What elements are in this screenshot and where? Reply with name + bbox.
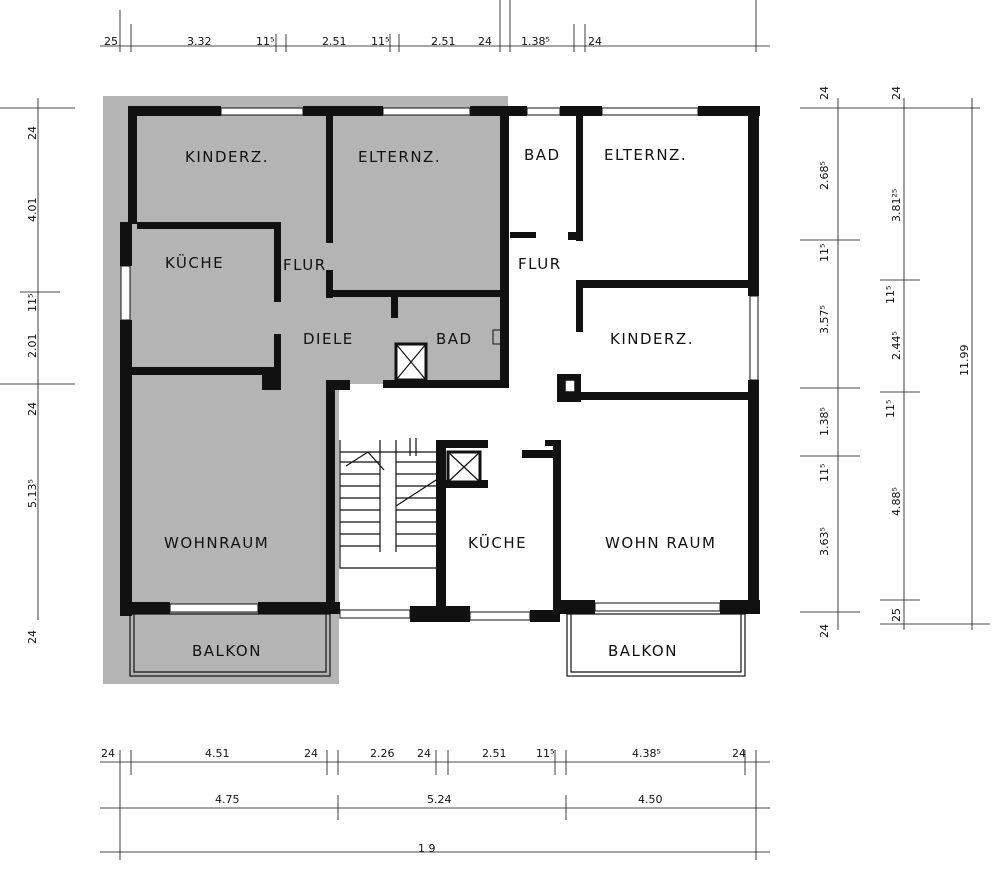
dim-top-2: 3.32 <box>187 35 212 48</box>
dim-right2-4: 2.44⁵ <box>890 331 903 360</box>
room-label-balkon-right: BALKON <box>608 642 678 660</box>
dim-right1-4: 3.57⁵ <box>818 305 831 334</box>
room-label-kueche-right: KÜCHE <box>468 533 527 552</box>
page-number: 1 9 <box>418 842 436 855</box>
dimensions-right-2: 24 3.81²⁵ 11⁵ 2.44⁵ 11⁵ 4.88⁵ 25 <box>884 86 903 622</box>
dim-bottom2-3: 4.50 <box>638 793 663 806</box>
dim-right1-8: 24 <box>818 624 831 638</box>
dim-right1-1: 24 <box>818 86 831 100</box>
room-labels-right: BAD ELTERNZ. FLUR KINDERZ. KÜCHE WOHN RA… <box>468 146 716 660</box>
dim-left-5: 24 <box>26 402 39 416</box>
windows <box>120 107 759 621</box>
dim-left-2: 4.01 <box>26 198 39 223</box>
room-label-elternz-left: ELTERNZ. <box>358 148 441 166</box>
room-label-kueche-left: KÜCHE <box>165 253 224 272</box>
room-labels-left: KINDERZ. ELTERNZ. KÜCHE FLUR DIELE BAD W… <box>164 148 473 660</box>
dim-top-8: 1.38⁵ <box>521 35 550 48</box>
dimension-lines <box>0 0 990 860</box>
staircase <box>339 438 437 569</box>
walls <box>120 106 760 622</box>
dim-bottom1-4: 2.26 <box>370 747 395 760</box>
room-label-bad-right: BAD <box>524 146 561 164</box>
room-label-wohnraum-left: WOHNRAUM <box>164 534 269 552</box>
room-label-diele: DIELE <box>303 330 354 348</box>
room-label-elternz-right: ELTERNZ. <box>604 146 687 164</box>
dim-right2-6: 4.88⁵ <box>890 487 903 516</box>
dim-right2-1: 24 <box>890 86 903 100</box>
dim-bottom1-6: 2.51 <box>482 747 507 760</box>
dim-bottom1-7: 11⁵ <box>536 747 554 760</box>
dim-left-3: 11⁵ <box>26 294 39 312</box>
dimensions-left: 24 4.01 11⁵ 2.01 24 5.13⁵ 24 <box>26 126 39 644</box>
dim-top-9: 24 <box>588 35 602 48</box>
dim-right2-7: 25 <box>890 608 903 622</box>
room-label-kinderz-left: KINDERZ. <box>185 148 269 166</box>
dim-bottom2-2: 5.24 <box>427 793 452 806</box>
dim-top-6: 2.51 <box>431 35 456 48</box>
dim-top-7: 24 <box>478 35 492 48</box>
dimensions-bottom-1: 24 4.51 24 2.26 24 2.51 11⁵ 4.38⁵ 24 <box>101 747 746 760</box>
dim-top-3: 11⁵ <box>256 35 274 48</box>
balconies <box>129 613 746 677</box>
dim-bottom1-5: 24 <box>417 747 431 760</box>
dim-left-6: 5.13⁵ <box>26 479 39 508</box>
room-label-flur-left: FLUR <box>283 256 327 274</box>
dim-bottom1-9: 24 <box>732 747 746 760</box>
room-label-balkon-left: BALKON <box>192 642 262 660</box>
room-label-kinderz-right: KINDERZ. <box>610 330 694 348</box>
room-label-bad-left: BAD <box>436 330 473 348</box>
dim-bottom1-8: 4.38⁵ <box>632 747 661 760</box>
dim-right2-3: 11⁵ <box>884 286 897 304</box>
dim-right1-6: 11⁵ <box>818 464 831 482</box>
room-label-flur-right: FLUR <box>518 255 562 273</box>
dim-bottom1-3: 24 <box>304 747 318 760</box>
dim-top-1: 25 <box>104 35 118 48</box>
dim-bottom2-1: 4.75 <box>215 793 240 806</box>
dim-right1-3: 11⁵ <box>818 244 831 262</box>
dim-bottom1-1: 24 <box>101 747 115 760</box>
dim-right2-5: 11⁵ <box>884 400 897 418</box>
dimensions-bottom-2: 4.75 5.24 4.50 <box>215 793 663 806</box>
dim-left-7: 24 <box>26 630 39 644</box>
dimensions-right-1: 24 2.68⁵ 11⁵ 3.57⁵ 1.38⁵ 11⁵ 3.63⁵ 24 <box>818 86 831 638</box>
dim-left-4: 2.01 <box>26 334 39 359</box>
dim-top-5: 11⁵ <box>371 35 389 48</box>
dim-bottom1-2: 4.51 <box>205 747 230 760</box>
dim-right2-2: 3.81²⁵ <box>890 189 903 222</box>
dim-left-1: 24 <box>26 126 39 140</box>
dim-right1-7: 3.63⁵ <box>818 527 831 556</box>
dimensions-top: 25 3.32 11⁵ 2.51 11⁵ 2.51 24 1.38⁵ 24 <box>104 35 602 48</box>
dim-right1-5: 1.38⁵ <box>818 407 831 436</box>
dim-top-4: 2.51 <box>322 35 347 48</box>
shafts <box>394 329 576 484</box>
left-apartment-shading <box>103 96 508 684</box>
dim-right1-2: 2.68⁵ <box>818 161 831 190</box>
dim-right-total: 11.99 <box>958 345 971 377</box>
room-label-wohnraum-right: WOHN RAUM <box>605 534 716 552</box>
